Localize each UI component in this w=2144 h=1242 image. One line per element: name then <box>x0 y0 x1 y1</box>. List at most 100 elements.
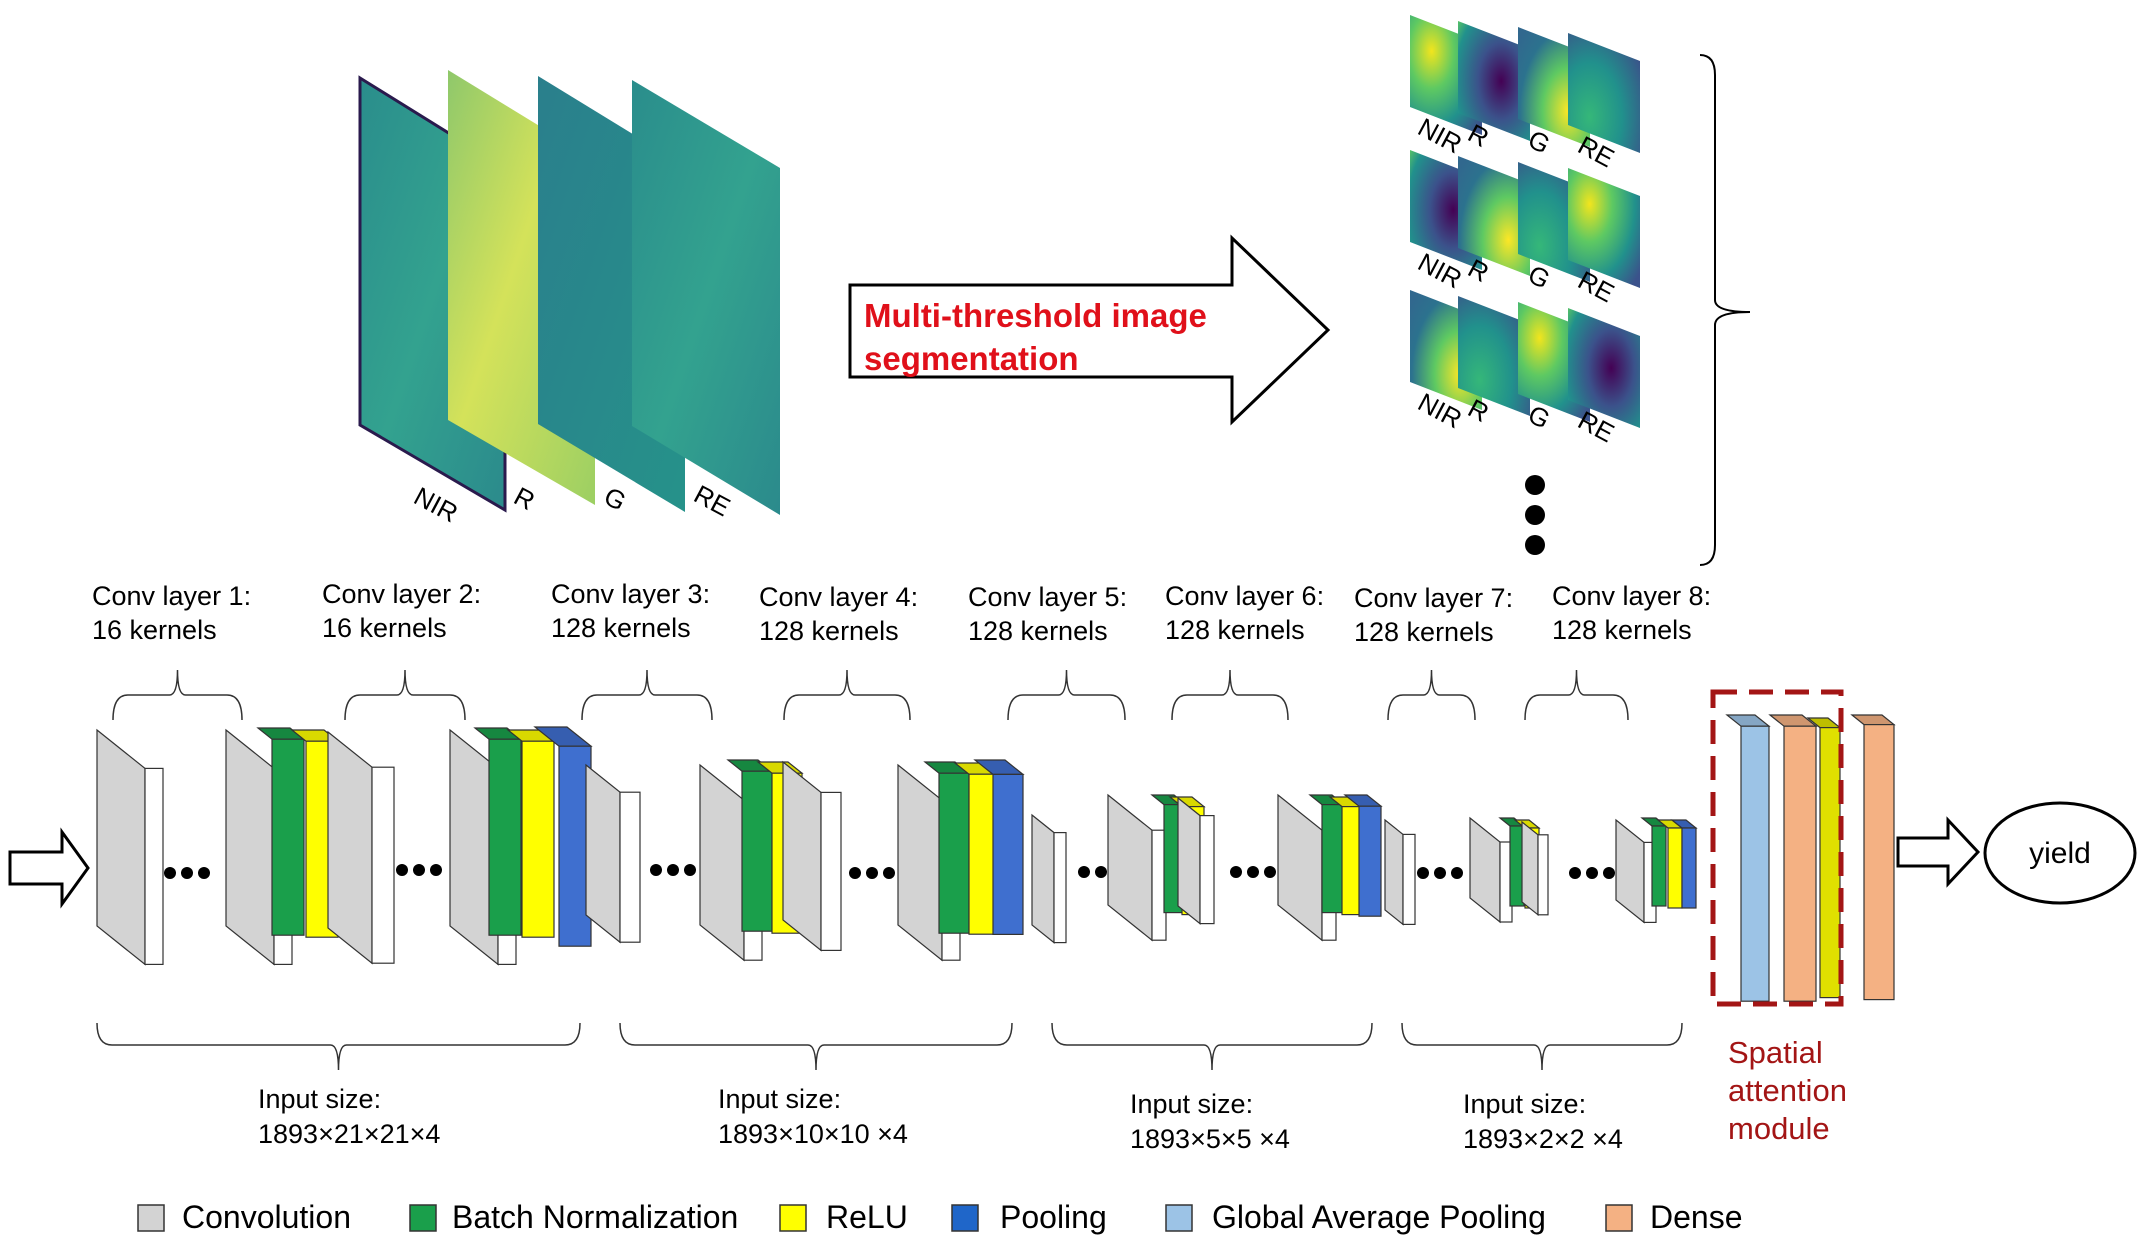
convolution-block <box>782 760 842 952</box>
conv-layer-kernels: 128 kernels <box>1165 615 1305 645</box>
ellipsis-dots <box>396 864 442 876</box>
convolution-block <box>1177 796 1215 925</box>
convolution-block <box>327 730 395 965</box>
legend-swatch <box>1605 1204 1633 1232</box>
output-arrow <box>1896 816 1981 888</box>
input-arrow <box>8 827 90 909</box>
convolution-block <box>1521 820 1549 917</box>
conv-layer-brace <box>1524 669 1629 721</box>
batch-norm-block <box>1498 817 1526 907</box>
ellipsis-dots <box>1417 867 1463 879</box>
input-size-groups: Input size: 1893×21×21×4 Input size: 1893×1… <box>96 1022 1683 1154</box>
legend-item: Dense <box>1605 1199 1743 1235</box>
segment-tile <box>1568 308 1640 428</box>
convolution-block <box>1031 813 1067 944</box>
cnn-network <box>96 714 1896 1002</box>
conv-layer-brace <box>1007 669 1126 721</box>
segments-brace <box>1699 54 1751 566</box>
segmentation-label-line1: Multi-threshold image <box>864 297 1207 334</box>
ellipsis-dots <box>1569 867 1615 879</box>
conv-layer-title: Conv layer 1: <box>92 581 251 611</box>
band-label-r: R <box>509 481 540 516</box>
convolution-block <box>1469 816 1513 924</box>
segment-tile <box>1568 168 1640 288</box>
relu-block <box>506 729 556 938</box>
input-image-stack: NIR R G RE <box>358 70 780 529</box>
conv-layer-brace <box>112 669 243 721</box>
input-size-label: Input size: <box>718 1084 841 1114</box>
legend-label: Pooling <box>1000 1199 1107 1235</box>
legend-label: Global Average Pooling <box>1212 1199 1546 1235</box>
conv-layer-title: Conv layer 2: <box>322 579 481 609</box>
legend-label: Batch Normalization <box>452 1199 738 1235</box>
input-size-value: 1893×10×10 ×4 <box>718 1119 908 1149</box>
dense-block <box>1850 714 1896 1001</box>
input-size-value: 1893×21×21×4 <box>258 1119 440 1149</box>
spatial-attention-box <box>1710 689 1844 1007</box>
ellipsis-dots <box>164 867 210 879</box>
conv-layer-kernels: 16 kernels <box>322 613 447 643</box>
conv-layer-brace <box>1387 669 1476 721</box>
convolution-block <box>1107 793 1167 942</box>
conv-layer-title: Conv layer 8: <box>1552 581 1711 611</box>
legend-label: ReLU <box>826 1199 908 1235</box>
segmentation-arrow: Multi-threshold image segmentation <box>848 234 1331 426</box>
conv-layer-kernels: 128 kernels <box>551 613 691 643</box>
conv-layer-brace <box>581 669 713 721</box>
conv-layer-title: Conv layer 4: <box>759 582 918 612</box>
input-size-brace <box>619 1022 1013 1071</box>
input-size-value: 1893×5×5 ×4 <box>1130 1124 1290 1154</box>
segment-tile <box>1568 33 1640 153</box>
pooling-block <box>973 759 1025 936</box>
convolution-block <box>1615 818 1657 924</box>
conv-layer-kernels: 128 kernels <box>1552 615 1692 645</box>
input-size-brace <box>1051 1022 1373 1071</box>
legend-swatch <box>1165 1204 1193 1232</box>
legend-label: Convolution <box>182 1199 351 1235</box>
conv-layer-kernels: 128 kernels <box>968 616 1108 646</box>
segment-tile <box>1458 296 1530 416</box>
segment-tile <box>1458 21 1530 141</box>
conv-layer-brace <box>783 669 911 721</box>
segmentation-label-line2: segmentation <box>864 340 1079 377</box>
spatial-attention-label-3: module <box>1728 1111 1830 1146</box>
ellipsis-dots <box>1230 866 1276 878</box>
vertical-ellipsis <box>1525 475 1545 555</box>
spatial-attention-label-2: attention <box>1728 1073 1847 1108</box>
convolution-block <box>585 763 641 944</box>
conv-layer-kernels: 128 kernels <box>1354 617 1494 647</box>
input-size-brace <box>1401 1022 1683 1071</box>
input-size-label: Input size: <box>1463 1089 1586 1119</box>
band-label-re: RE <box>689 479 735 522</box>
yield-node <box>1983 801 2137 905</box>
batch-norm-block <box>923 761 971 934</box>
input-size-label: Input size: <box>1130 1089 1253 1119</box>
convolution-block <box>96 728 164 966</box>
legend-item: Convolution <box>137 1199 351 1235</box>
conv-layer-kernels: 16 kernels <box>92 615 217 645</box>
conv-layer-title: Conv layer 6: <box>1165 581 1324 611</box>
ellipsis-dots <box>849 867 895 879</box>
legend-item: Pooling <box>951 1199 1107 1235</box>
conv-layer-brace <box>344 669 466 721</box>
segment-tile <box>1458 156 1530 276</box>
band-label-nir: NIR <box>409 481 463 529</box>
dense-block <box>1768 714 1818 1002</box>
relu-block <box>1806 717 1842 999</box>
legend-label: Dense <box>1650 1199 1743 1235</box>
legend-item: Batch Normalization <box>409 1199 738 1235</box>
legend-swatch <box>137 1204 165 1232</box>
legend-item: Global Average Pooling <box>1165 1199 1546 1235</box>
conv-layer-title: Conv layer 3: <box>551 579 710 609</box>
conv-layer-kernels: 128 kernels <box>759 616 899 646</box>
re-image <box>632 80 780 515</box>
conv-layer-labels: Conv layer 1: 16 kernels Conv layer 2: 16 k… <box>92 579 1711 721</box>
legend: Convolution Batch Normalization ReLU Poolin… <box>137 1199 1743 1235</box>
ellipsis-dots <box>650 864 696 876</box>
band-label-g: G <box>599 481 631 517</box>
input-size-label: Input size: <box>258 1084 381 1114</box>
global-average-pooling-block <box>1725 714 1771 1002</box>
input-size-brace <box>96 1022 581 1071</box>
